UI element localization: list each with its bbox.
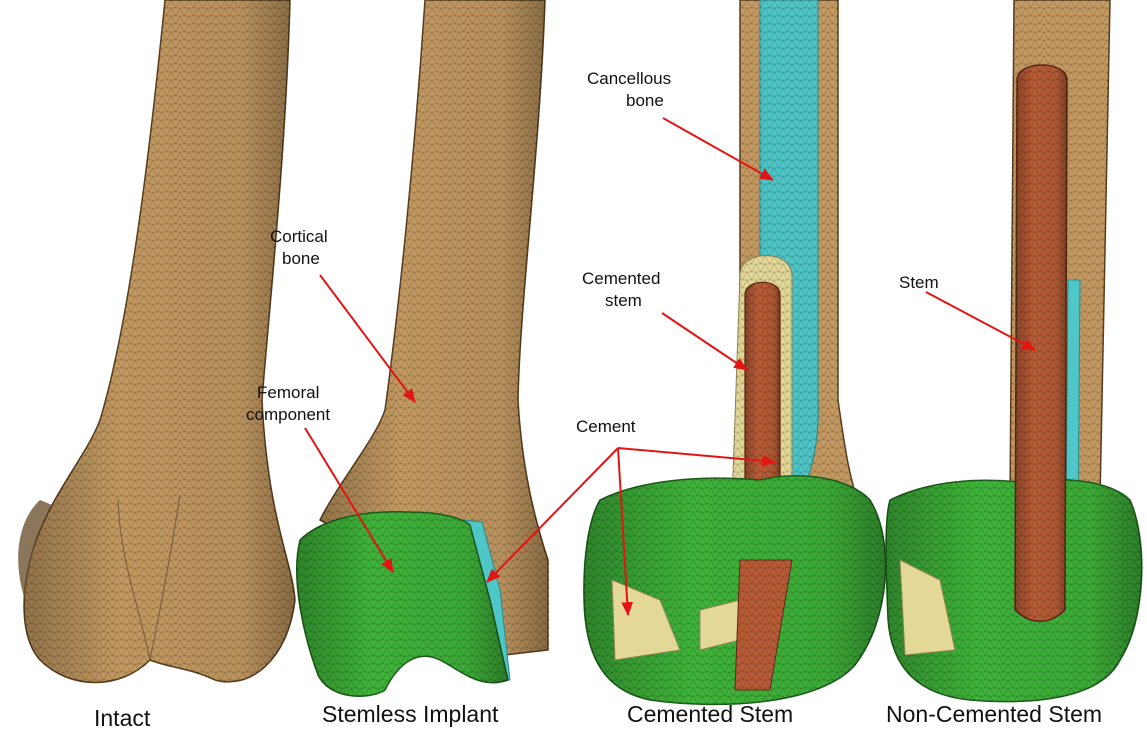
label-cortical-line2: bone	[282, 249, 320, 268]
label-femoral-line2: component	[246, 405, 330, 424]
label-cancellous-line1: Cancellous	[587, 69, 671, 88]
caption-cemented-stem: Cemented Stem	[627, 701, 793, 727]
caption-non-cemented-stem: Non-Cemented Stem	[886, 701, 1102, 727]
arrow-cemented-stem	[662, 313, 747, 370]
panel-captions: Intact Stemless Implant Cemented Stem No…	[94, 701, 1102, 730]
caption-intact: Intact	[94, 705, 151, 730]
label-cement: Cement	[576, 417, 636, 436]
panel-intact	[18, 0, 295, 683]
label-cortical-line1: Cortical	[270, 227, 328, 246]
panel-non-cemented-stem	[886, 0, 1142, 702]
label-cemented-stem-line1: Cemented	[582, 269, 660, 288]
caption-stemless-implant: Stemless Implant	[322, 701, 499, 727]
panel-stemless-implant	[297, 0, 548, 696]
label-cancellous-line2: bone	[626, 91, 664, 110]
label-stem: Stem	[899, 273, 939, 292]
label-cemented-stem-line2: stem	[605, 291, 642, 310]
label-femoral-line1: Femoral	[257, 383, 319, 402]
